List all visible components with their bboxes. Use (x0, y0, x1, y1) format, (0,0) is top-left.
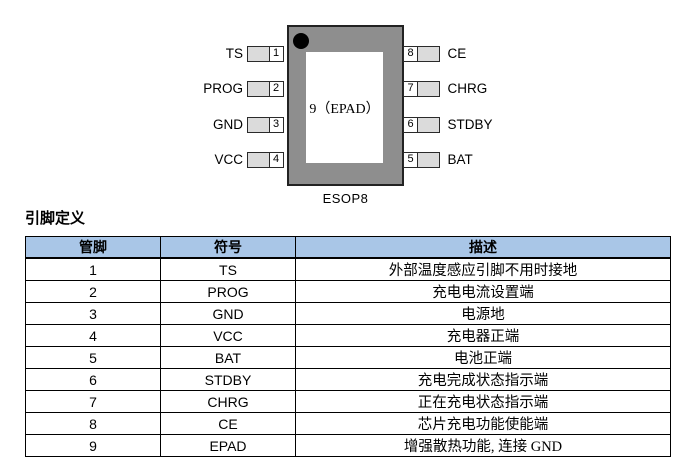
pin-row-ce: 8 CE (403, 46, 542, 62)
cell-symbol: TS (160, 257, 296, 281)
cell-pin: 6 (25, 368, 161, 391)
cell-symbol: CE (160, 412, 296, 435)
pin-label-chrg: CHRG (447, 81, 488, 96)
pin-row-ts: TS 1 (149, 46, 284, 62)
epad-label: 9（EPAD） (309, 101, 380, 117)
cell-description: 芯片充电功能使能端 (295, 412, 671, 435)
pin-pad (247, 152, 270, 168)
pin-row-vcc: VCC 4 (149, 152, 284, 168)
cell-pin: 1 (25, 257, 161, 281)
pin-row-prog: PROG 2 (149, 81, 284, 97)
pin-label-stdby: STDBY (447, 117, 493, 132)
pin-definition-table: 管脚 符号 描述 1 TS 外部温度感应引脚不用时接地 2 PROG 充电电流设… (25, 236, 671, 457)
cell-description: 电源地 (295, 302, 671, 325)
table-row: 2 PROG 充电电流设置端 (25, 280, 671, 303)
table-row: 5 BAT 电池正端 (25, 346, 671, 369)
pin-label-ts: TS (225, 46, 243, 61)
cell-description: 充电完成状态指示端 (295, 368, 671, 391)
cell-pin: 2 (25, 280, 161, 303)
table-header-row: 管脚 符号 描述 (25, 236, 671, 259)
cell-symbol: VCC (160, 324, 296, 347)
table-row: 3 GND 电源地 (25, 302, 671, 325)
cell-description: 充电电流设置端 (295, 280, 671, 303)
cell-pin: 4 (25, 324, 161, 347)
section-title: 引脚定义 (25, 210, 86, 227)
pin-label-ce: CE (447, 46, 467, 61)
cell-symbol: STDBY (160, 368, 296, 391)
cell-pin: 8 (25, 412, 161, 435)
table-row: 1 TS 外部温度感应引脚不用时接地 (25, 257, 671, 281)
pin-label-vcc: VCC (214, 152, 243, 167)
table-row: 4 VCC 充电器正端 (25, 324, 671, 347)
cell-description: 电池正端 (295, 346, 671, 369)
table-row: 9 EPAD 增强散热功能, 连接 GND (25, 434, 671, 457)
pin-number: 2 (268, 81, 284, 97)
cell-symbol: PROG (160, 280, 296, 303)
pin-number: 3 (268, 117, 284, 133)
cell-pin: 9 (25, 434, 161, 457)
pin-number: 1 (268, 46, 284, 62)
header-pin: 管脚 (25, 236, 161, 259)
pin-pad (416, 81, 440, 97)
cell-pin: 7 (25, 390, 161, 413)
pin-pad (247, 81, 270, 97)
cell-symbol: EPAD (160, 434, 296, 457)
cell-symbol: GND (160, 302, 296, 325)
pin-number: 4 (268, 152, 284, 168)
pin-pad (416, 117, 440, 133)
cell-description: 充电器正端 (295, 324, 671, 347)
cell-description: 正在充电状态指示端 (295, 390, 671, 413)
cell-pin: 5 (25, 346, 161, 369)
pin-pad (247, 46, 270, 62)
cell-pin: 3 (25, 302, 161, 325)
pin-pad (416, 46, 440, 62)
pin-pad (247, 117, 270, 133)
cell-symbol: CHRG (160, 390, 296, 413)
pin-pad (416, 152, 440, 168)
cell-symbol: BAT (160, 346, 296, 369)
table-row: 6 STDBY 充电完成状态指示端 (25, 368, 671, 391)
pin-row-bat: 5 BAT (403, 152, 542, 168)
pin-label-gnd: GND (213, 117, 243, 132)
cell-description: 外部温度感应引脚不用时接地 (295, 257, 671, 281)
pin-row-chrg: 7 CHRG (403, 81, 542, 97)
header-symbol: 符号 (160, 236, 296, 259)
table-row: 7 CHRG 正在充电状态指示端 (25, 390, 671, 413)
header-description: 描述 (295, 236, 671, 259)
pin1-indicator-dot-icon (293, 33, 309, 49)
pin-row-gnd: GND 3 (149, 117, 284, 133)
pin-label-prog: PROG (203, 81, 243, 96)
epad-area: 9（EPAD） (306, 52, 383, 163)
cell-description: 增强散热功能, 连接 GND (295, 434, 671, 457)
pin-label-bat: BAT (447, 152, 473, 167)
table-row: 8 CE 芯片充电功能使能端 (25, 412, 671, 435)
pin-row-stdby: 6 STDBY (403, 117, 542, 133)
package-name-label: ESOP8 (322, 191, 369, 206)
